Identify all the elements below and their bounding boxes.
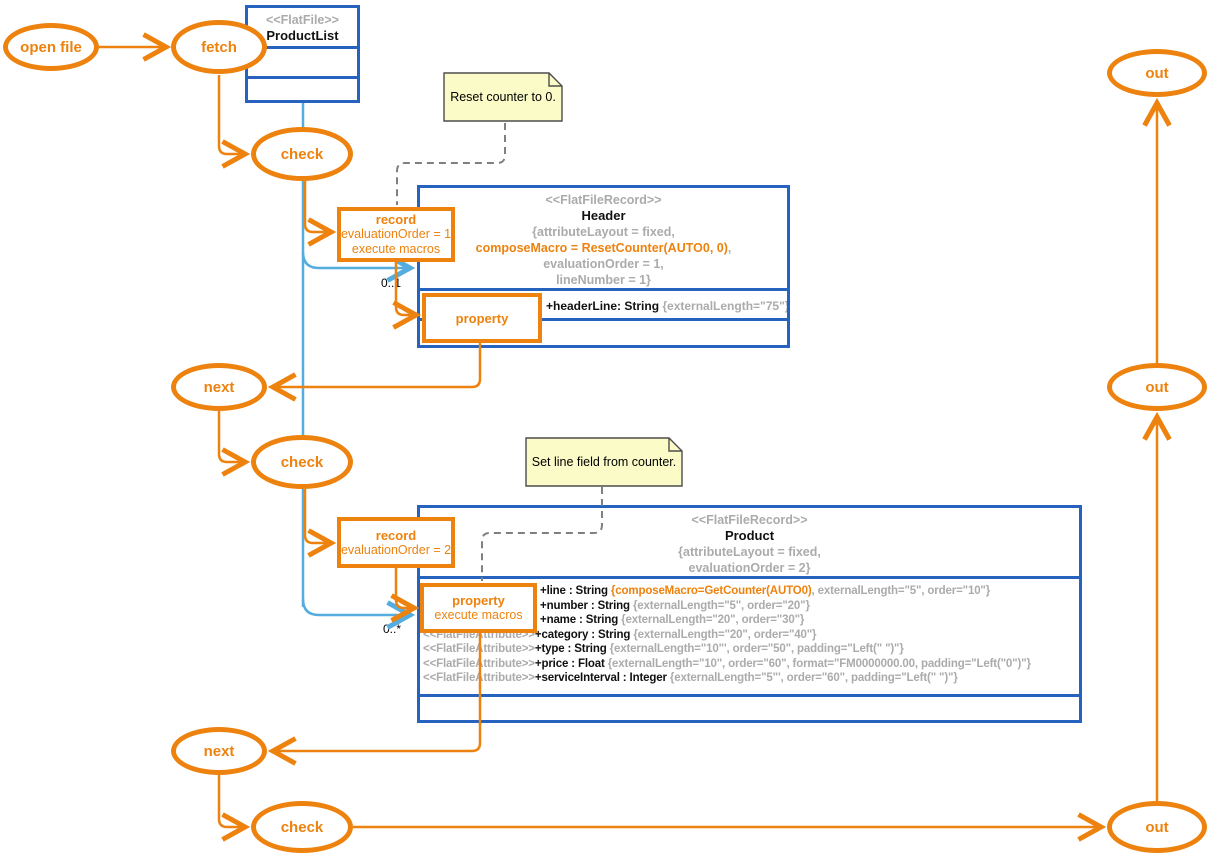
property-tag: execute macros <box>434 608 523 622</box>
edge-record2-to-property2 <box>396 568 414 608</box>
property2-box[interactable]: property execute macros <box>420 583 537 633</box>
edge-check2-to-record2 <box>303 489 331 543</box>
note-shape <box>443 72 563 122</box>
association-productlist-to-header <box>301 251 410 268</box>
class-name: Header <box>581 208 626 223</box>
tagged-value: {attributeLayout = fixed, <box>532 225 675 239</box>
node-label: check <box>280 453 324 471</box>
attributes-compartment <box>248 46 357 76</box>
class-stereotype: <<FlatFile>> <box>266 13 339 27</box>
node-check-1[interactable]: check <box>251 127 353 181</box>
association-productlist-to-product <box>301 598 410 615</box>
class-name: ProductList <box>266 28 339 43</box>
attribute-row: +name : String {externalLength="20", ord… <box>540 614 805 626</box>
note-set-line-field[interactable]: Set line field from counter. <box>525 437 683 487</box>
node-label: next <box>203 378 235 396</box>
note-text: Reset counter to 0. <box>450 90 556 104</box>
record2-box[interactable]: record evaluationOrder = 2 <box>337 517 455 568</box>
attribute-row: <<FlatFileAttribute>>+serviceInterval : … <box>423 672 958 684</box>
record-label: record <box>375 212 417 227</box>
attribute-row: +line : String {composeMacro=GetCounter(… <box>540 585 991 597</box>
node-out-top[interactable]: out <box>1107 49 1207 97</box>
class-name: Product <box>724 528 775 543</box>
note-link-set-line-field <box>481 487 603 581</box>
record1-box[interactable]: record evaluationOrder = 1 execute macro… <box>337 207 455 262</box>
node-label: out <box>1145 64 1169 82</box>
property-label: property <box>452 593 505 608</box>
node-out-bottom[interactable]: out <box>1107 801 1207 853</box>
tagged-value: lineNumber = 1} <box>556 273 651 287</box>
compose-macro-line: composeMacro = ResetCounter(AUTO0, 0), <box>475 241 732 255</box>
note-reset-counter[interactable]: Reset counter to 0. <box>443 72 563 122</box>
operations-compartment <box>248 76 357 100</box>
note-link-reset-counter <box>396 123 506 205</box>
edge-next2-to-check3 <box>217 775 245 827</box>
node-label: out <box>1145 818 1169 836</box>
class-header[interactable]: <<FlatFileRecord>> Header {attributeLayo… <box>417 185 790 348</box>
edge-next1-to-check2 <box>217 411 245 462</box>
node-check-3[interactable]: check <box>251 801 353 853</box>
node-next-1[interactable]: next <box>171 363 267 411</box>
tagged-value: evaluationOrder = 1, <box>543 257 664 271</box>
edge-property1-to-next1 <box>273 343 482 387</box>
attribute-row: +headerLine: String {externalLength="75"… <box>546 299 787 313</box>
record-tag: evaluationOrder = 2 <box>340 542 452 557</box>
edge-property2-to-next2 <box>273 633 482 751</box>
property1-box[interactable]: property <box>422 293 542 343</box>
node-label: open file <box>20 38 82 56</box>
edge-check1-to-record1 <box>303 181 331 232</box>
edge-record1-to-property1 <box>396 262 416 315</box>
edge-fetch-to-check1 <box>217 75 245 154</box>
record-tag: evaluationOrder = 1 <box>340 227 452 241</box>
class-stereotype: <<FlatFileRecord>> <box>691 513 808 527</box>
note-shape <box>525 437 683 487</box>
class-stereotype: <<FlatFileRecord>> <box>545 193 662 207</box>
attribute-row: <<FlatFileAttribute>>+type : String {ext… <box>423 643 904 655</box>
property-label: property <box>455 310 509 326</box>
attribute-row: +number : String {externalLength="5", or… <box>540 599 810 612</box>
node-open-file[interactable]: open file <box>3 23 99 71</box>
node-label: out <box>1145 378 1169 396</box>
node-label: check <box>280 818 324 836</box>
operations-compartment <box>420 318 787 345</box>
attributes-compartment: +headerLine: String {externalLength="75"… <box>420 288 787 318</box>
record-label: record <box>375 527 417 543</box>
record-tag: execute macros <box>351 242 441 256</box>
node-check-2[interactable]: check <box>251 435 353 489</box>
node-label: next <box>203 742 235 760</box>
operations-compartment <box>420 694 1079 720</box>
tagged-value: {attributeLayout = fixed, <box>678 545 821 559</box>
tagged-value: evaluationOrder = 2} <box>688 561 811 575</box>
node-label: fetch <box>201 38 237 56</box>
node-label: check <box>280 145 324 163</box>
node-next-2[interactable]: next <box>171 727 267 775</box>
node-fetch[interactable]: fetch <box>171 20 267 74</box>
note-text: Set line field from counter. <box>531 455 677 469</box>
node-out-mid[interactable]: out <box>1107 363 1207 411</box>
